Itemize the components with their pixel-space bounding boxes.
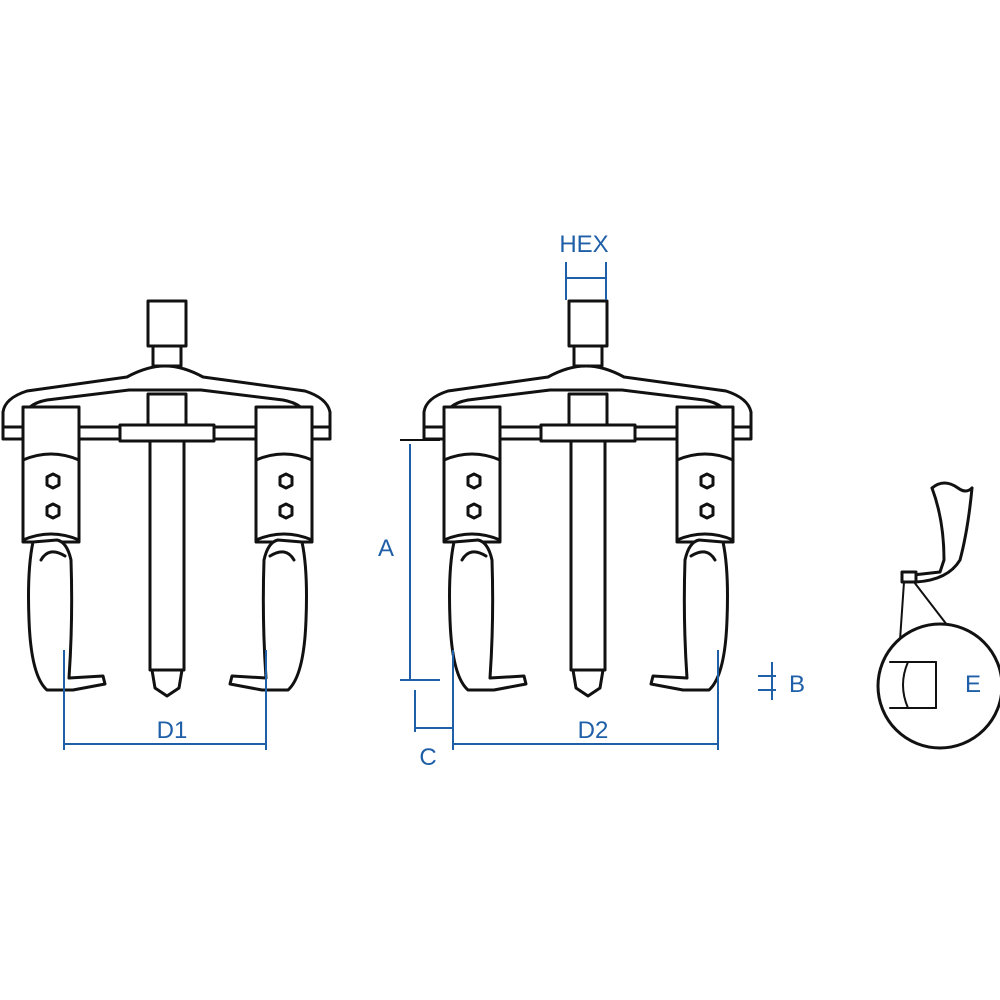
hex-label: HEX [559, 231, 608, 258]
dimension-d2-label: D2 [578, 717, 609, 744]
dimension-c-label: C [419, 744, 436, 771]
dimension-b-label: B [789, 671, 805, 698]
jaw-detail-view [876, 481, 1000, 750]
left-puller [1, 299, 332, 698]
dimension-d1-label: D1 [157, 717, 188, 744]
right-puller [422, 299, 753, 698]
dimension-e-label: E [965, 671, 981, 698]
dimension-a-label: A [378, 535, 394, 562]
